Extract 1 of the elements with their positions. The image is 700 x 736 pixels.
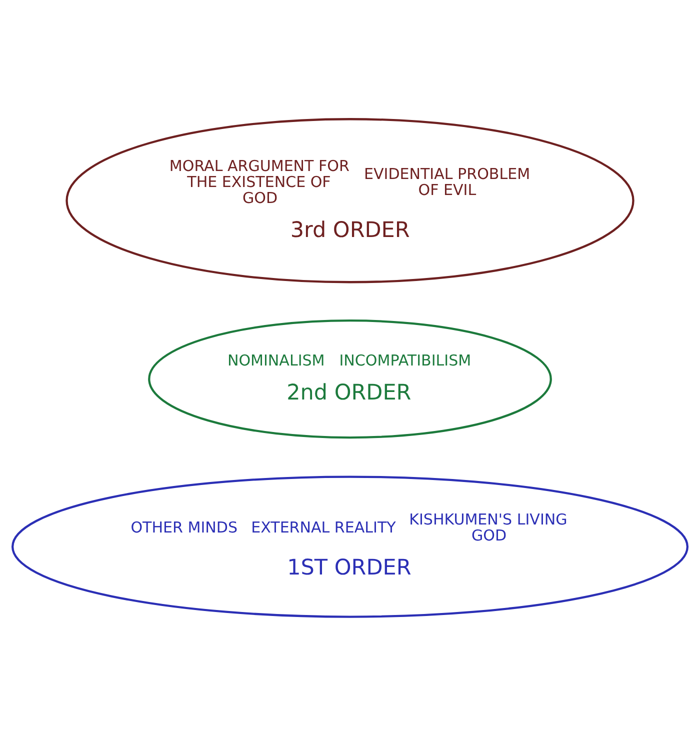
node-ellipse: NOMINALISM INCOMPATIBILISM 2nd ORDER	[148, 320, 552, 439]
